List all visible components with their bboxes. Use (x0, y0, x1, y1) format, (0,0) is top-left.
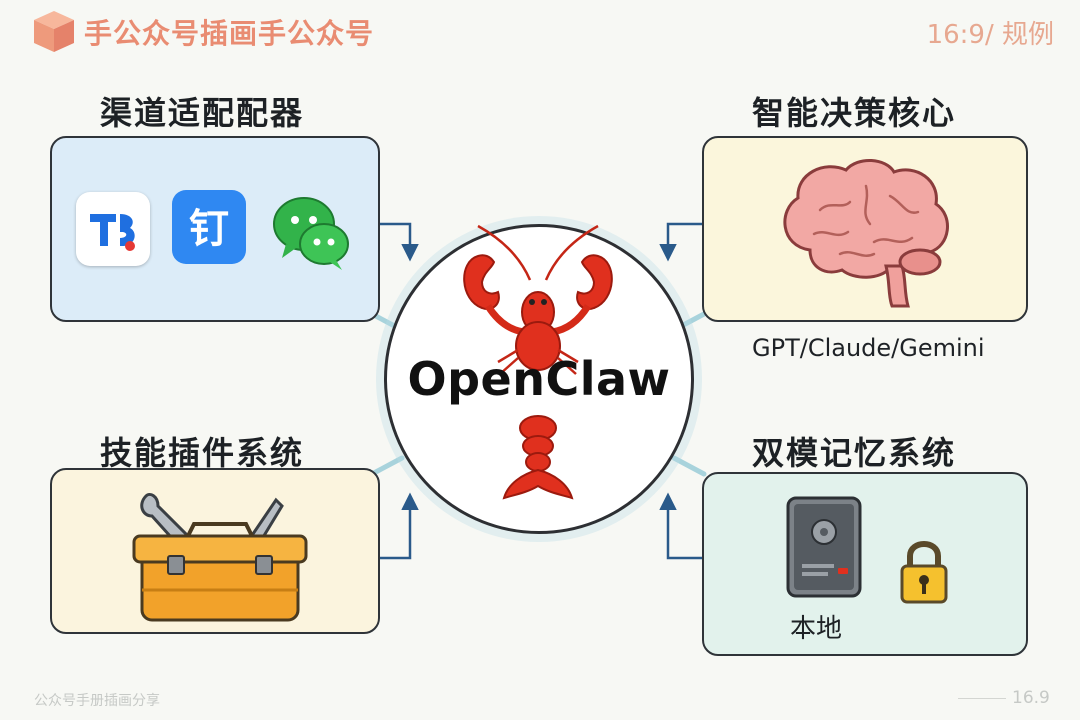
wechat-app-icon (273, 197, 349, 270)
footer-ratio: 16.9 (1012, 688, 1050, 708)
lock-icon (900, 541, 948, 604)
model-list: GPT/Claude/Gemini (752, 334, 985, 362)
center-title: OpenClaw (407, 352, 671, 406)
brain-icon (783, 159, 949, 308)
lobster-icon (463, 224, 613, 500)
feishu-app-icon (76, 192, 150, 266)
skill-plugin-label: 技能插件系统 (100, 434, 305, 472)
aspect-ratio-label: 16:9/ 规例 (926, 20, 1054, 50)
memory-system-label: 双模记忆系统 (752, 434, 957, 472)
footer-divider (958, 698, 1006, 699)
server-icon (786, 496, 862, 598)
toolbox-icon (132, 492, 308, 622)
channel-adapter-label: 渠道适配配器 (100, 94, 305, 132)
decision-core-label: 智能决策核心 (752, 94, 957, 132)
orange-box-icon (34, 11, 74, 52)
brand-title: 手公众号插画手公众号 (84, 17, 375, 50)
footer-watermark: 公众号手册插画分享 (34, 693, 160, 709)
memory-system-panel (702, 472, 1028, 656)
local-storage-label: 本地 (790, 614, 843, 644)
svg-text:钉: 钉 (189, 206, 229, 252)
dingtalk-app-icon: 钉 (172, 190, 246, 264)
